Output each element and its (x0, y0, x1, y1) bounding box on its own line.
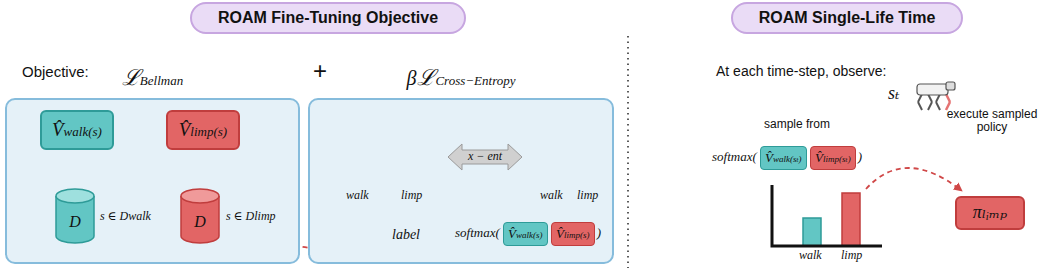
text-label: s ∈ Dlimp (226, 210, 276, 223)
node-label: V̂limp(s) (556, 227, 589, 241)
title-pill: ROAM Fine-Tuning Objective (190, 2, 466, 34)
value-box: V̂limp(s) (166, 110, 240, 150)
node-label: V̂limp(sₜ) (815, 151, 851, 165)
node-label: ROAM Single-Life Time (759, 9, 936, 27)
text-label: Objective: (22, 64, 89, 81)
text-label: limp (577, 189, 598, 202)
node-label: ROAM Fine-Tuning Objective (218, 9, 438, 27)
text-label: At each time-step, observe: (716, 64, 886, 79)
node-label: V̂walk(s) (52, 120, 102, 141)
dataset-cylinder: D (180, 188, 220, 244)
dataset-cylinder: D (55, 188, 95, 244)
objective-term: β (406, 67, 416, 89)
text-label: walk (540, 189, 563, 202)
text-label: sample from (764, 118, 830, 131)
node-label: D (194, 213, 206, 231)
value-chip: V̂walk(sₜ) (760, 146, 807, 170)
text-label: + (313, 58, 327, 84)
value-chip: V̂limp(s) (551, 222, 595, 246)
text-label: walk (346, 189, 369, 202)
value-box: V̂walk(s) (40, 110, 114, 150)
cross-entropy-arrow: x − ent (448, 143, 522, 171)
node-label: D (69, 213, 81, 231)
title-pill: ROAM Single-Life Time (731, 2, 963, 34)
text-label: softmax( (712, 150, 757, 164)
text-label: limp (401, 189, 422, 202)
text-label: softmax( (455, 226, 500, 240)
objective-term: ℒCross−Entropy (417, 66, 515, 90)
text-label: execute sampled policy (944, 108, 1040, 134)
text-label: ) (597, 226, 601, 240)
objective-box: ℒBellmanV̂walk(s)V̂limp(s)DD (5, 98, 300, 264)
value-chip: V̂limp(sₜ) (810, 146, 856, 170)
text-label: limp (841, 249, 862, 262)
node-label: x − ent (468, 150, 502, 163)
text-label: sₜ (888, 84, 899, 104)
node-label: V̂limp(s) (179, 120, 227, 141)
heading-row: βℒCross−Entropy (310, 58, 612, 96)
dashed-arrow (866, 168, 962, 191)
value-chip: V̂walk(s) (503, 222, 548, 246)
policy-box: πₗᵢₘₚ (955, 196, 1025, 230)
node-label: V̂walk(s) (508, 227, 542, 241)
text-label: s ∈ Dwalk (100, 210, 151, 223)
node-label: V̂walk(sₜ) (765, 151, 802, 165)
objective-term: ℒBellman (122, 66, 183, 90)
divider (627, 36, 629, 268)
text-label: label (392, 227, 420, 242)
text-label: ) (858, 150, 862, 164)
node-label: πₗᵢₘₚ (973, 203, 1007, 223)
text-label: walk (799, 249, 822, 262)
